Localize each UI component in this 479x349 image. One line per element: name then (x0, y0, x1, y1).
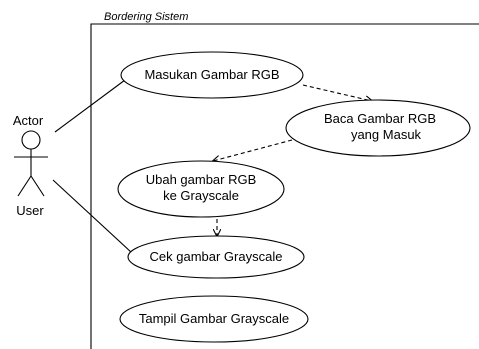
use-case-label: Tampil Gambar Grayscale (139, 311, 289, 326)
system-title: Bordering Sistem (104, 11, 188, 23)
dependency-masukan-to-baca (302, 84, 372, 101)
actor-head (21, 130, 41, 150)
use-case-baca-gambar-rgb[interactable]: Baca Gambar RGB yang Masuk (285, 99, 471, 157)
actor-left-leg (17, 175, 32, 197)
association-cek (52, 179, 133, 254)
use-case-label-line1: Baca Gambar RGB (324, 111, 436, 126)
actor-right-leg (30, 175, 45, 197)
system-boundary: Bordering Sistem (90, 11, 479, 349)
use-case-label-line2: yang Masuk (351, 127, 422, 142)
actor-user: Actor User (13, 113, 48, 218)
actor-stereotype-label: Actor (13, 113, 44, 128)
use-case-masukan-gambar-rgb[interactable]: Masukan Gambar RGB (120, 51, 304, 99)
use-case-label: Cek gambar Grayscale (150, 249, 283, 264)
use-case-ubah-gambar-rgb[interactable]: Ubah gambar RGB ke Grayscale (117, 160, 285, 218)
association-masukan (54, 79, 126, 133)
use-case-label-line2: ke Grayscale (163, 188, 239, 203)
use-case-tampil-gambar-grayscale[interactable]: Tampil Gambar Grayscale (119, 295, 309, 343)
use-case-label: Masukan Gambar RGB (144, 67, 279, 82)
use-case-label-line1: Ubah gambar RGB (146, 172, 257, 187)
actor-name-label: User (16, 203, 44, 218)
use-case-cek-gambar-grayscale[interactable]: Cek gambar Grayscale (127, 235, 305, 279)
dependency-baca-to-ubah (213, 139, 293, 161)
